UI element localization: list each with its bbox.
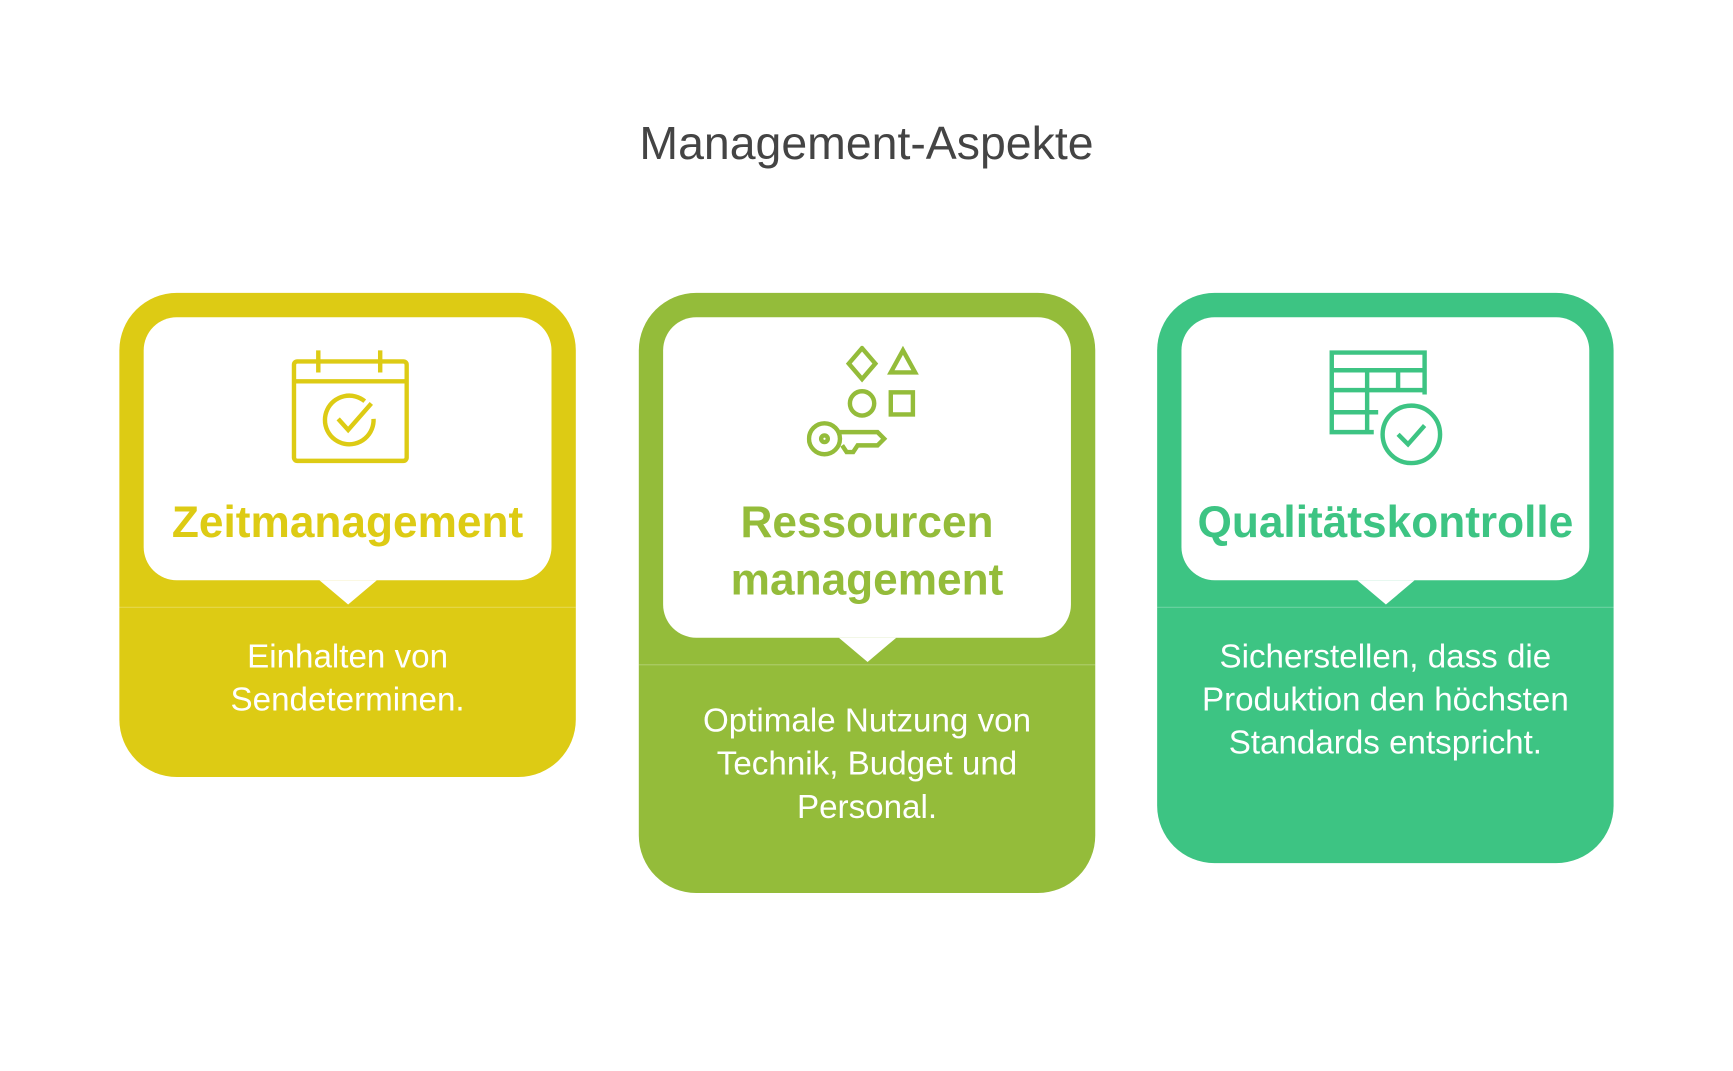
card-heading-line2: management (730, 555, 1004, 605)
calendar-check-icon (291, 350, 409, 464)
card-description: Einhalten von Sendeterminen. (230, 638, 465, 719)
card-header-bubble: Ressourcen management (663, 317, 1071, 663)
card-heading: Qualitätskontrolle (1197, 498, 1574, 548)
card-heading-line1: Ressourcen (740, 498, 994, 548)
card-header-bubble: Qualitätskontrolle (1181, 317, 1590, 605)
card-heading: Zeitmanagement (171, 498, 524, 548)
card-ressourcenmanagement: Ressourcen management Optimale Nutzung v… (638, 292, 1096, 894)
card-description: Sicherstellen, dass die Produktion den h… (1201, 638, 1569, 762)
table-check-icon (1329, 350, 1442, 466)
card-header-bubble: Zeitmanagement (143, 317, 552, 605)
card-zeitmanagement: Zeitmanagement Einhalten von Sendetermin… (119, 292, 576, 777)
shapes-key-icon (806, 345, 919, 457)
card-qualitaetskontrolle: Qualitätskontrolle Sicherstellen, dass d… (1157, 292, 1614, 864)
page-title: Management-Aspekte (639, 117, 1094, 170)
card-description: Optimale Nutzung von Technik, Budget und… (702, 702, 1032, 826)
